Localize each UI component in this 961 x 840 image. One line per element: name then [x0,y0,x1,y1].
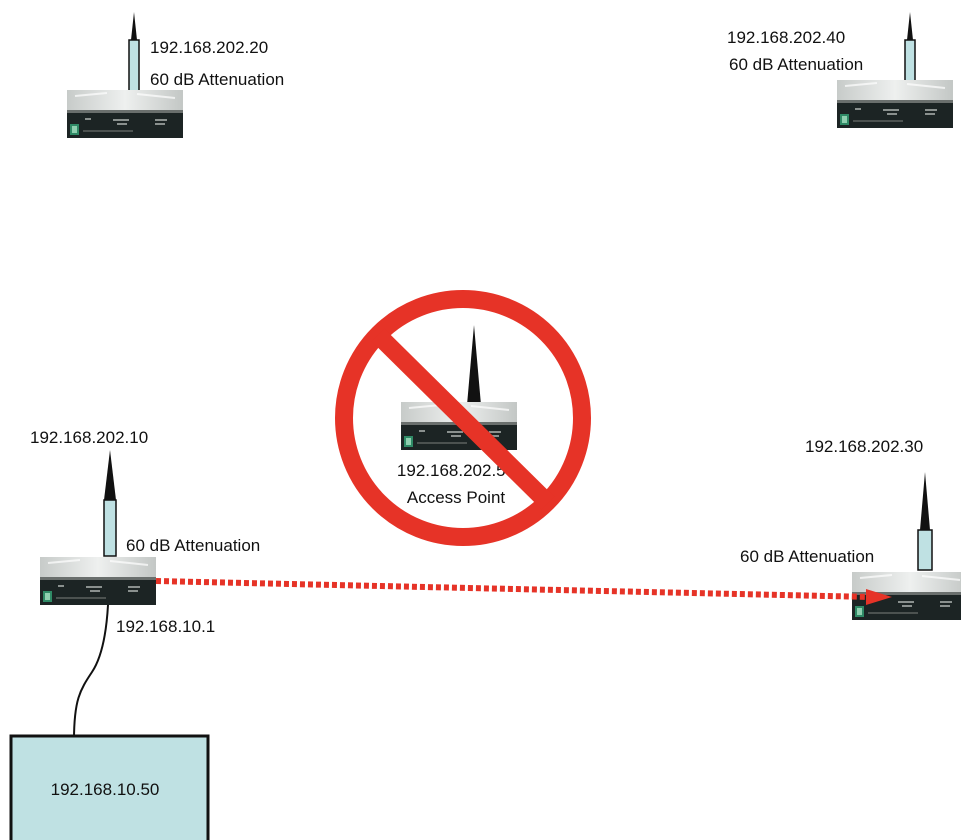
antenna-icon [104,450,116,500]
pc-host: 192.168.10.50 [11,736,208,840]
antenna-icon [131,12,137,40]
node-192-168-202-40: 192.168.202.40 60 dB Attenuation [727,12,953,128]
ethernet-cable [74,605,108,740]
antenna-icon [104,500,116,556]
pc-ip-label: 192.168.10.50 [51,780,160,799]
attenuation-label: 60 dB Attenuation [740,547,874,566]
dotted-link-line [156,581,872,597]
antenna-icon [467,325,481,405]
node-192-168-202-20: 192.168.202.20 60 dB Attenuation [67,12,284,138]
node-ip-label: 192.168.202.20 [150,38,268,57]
node-ip-label: 192.168.202.10 [30,428,148,447]
access-point: 192.168.202.50 Access Point [344,299,582,537]
wireless-link [156,581,892,605]
attenuation-label: 60 dB Attenuation [126,536,260,555]
antenna-icon [129,40,139,92]
radio-box-icon [40,557,156,605]
antenna-icon [907,12,913,40]
attenuation-label: 60 dB Attenuation [150,70,284,89]
radio-box-icon [67,90,183,138]
attenuation-label: 60 dB Attenuation [729,55,863,74]
antenna-icon [920,472,930,530]
radio-box-icon [837,80,953,128]
node-ip-label: 192.168.202.40 [727,28,845,47]
antenna-icon [918,530,932,570]
node-192-168-202-10: 192.168.202.10 60 dB Attenuation 192.168… [30,428,260,636]
wired-ip-label: 192.168.10.1 [116,617,215,636]
node-ip-label: 192.168.202.30 [805,437,923,456]
access-point-role-label: Access Point [407,488,506,507]
